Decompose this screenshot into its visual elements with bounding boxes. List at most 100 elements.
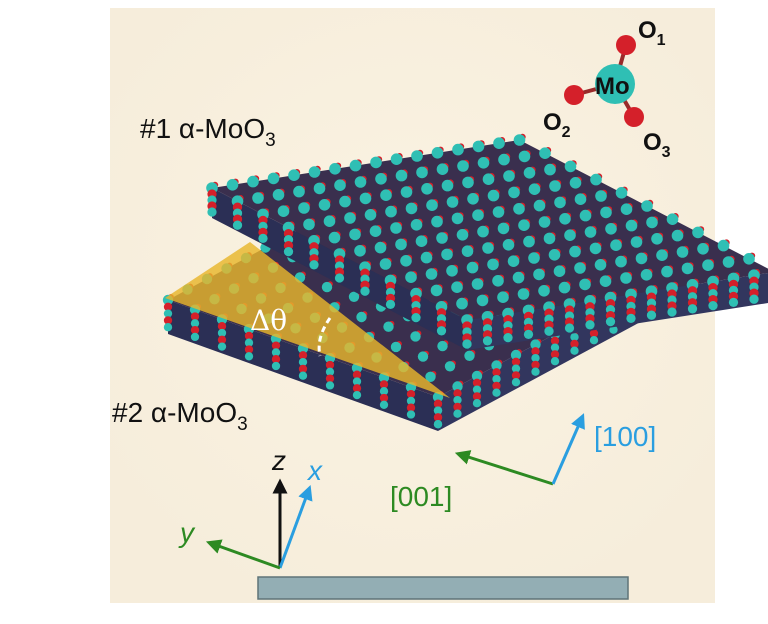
layer-2-edge-atom bbox=[609, 325, 618, 334]
layer-2-edge-atom bbox=[492, 374, 501, 384]
layer-1-mo-atom bbox=[507, 255, 520, 267]
layer-1-mo-atom bbox=[400, 186, 413, 198]
layer-2-subscript: 3 bbox=[237, 414, 248, 435]
layer-1-mo-atom bbox=[375, 173, 387, 185]
layer-1-mo-atom bbox=[600, 206, 612, 219]
layer-2-edge-atom bbox=[406, 396, 416, 406]
layer-1-mo-atom bbox=[615, 187, 628, 199]
layer-2-edge-atom bbox=[379, 393, 389, 403]
layer-1-mo-atom bbox=[482, 173, 495, 185]
layer-1-mo-atom bbox=[329, 163, 341, 175]
layer-1-mo-atom bbox=[743, 252, 755, 265]
layer-1-prefix: #1 α-MoO bbox=[140, 113, 265, 144]
layer-1-mo-atom bbox=[498, 153, 510, 166]
layer-1-mo-atom bbox=[492, 275, 504, 287]
layer-2-edge-atom bbox=[406, 389, 416, 399]
layer-2-mo-atom bbox=[510, 349, 522, 361]
layer-1-mo-atom bbox=[226, 179, 239, 191]
layer-1-mo-atom bbox=[323, 215, 336, 227]
layer-2-edge-atom bbox=[163, 323, 173, 332]
layer-1-mo-atom bbox=[395, 238, 407, 251]
layer-1-mo-atom bbox=[349, 159, 362, 172]
layer-1-mo-atom bbox=[589, 242, 602, 255]
layer-1-mo-atom bbox=[477, 225, 489, 238]
layer-2-edge-atom bbox=[244, 338, 254, 347]
layer-2-edge-atom bbox=[433, 406, 443, 415]
layer-1-mo-atom bbox=[539, 147, 551, 159]
layer-1-mo-atom bbox=[671, 229, 684, 242]
layer-1-mo-atom bbox=[425, 268, 438, 280]
layer-1-mo-atom bbox=[395, 169, 408, 182]
layer-1-mo-atom bbox=[569, 177, 582, 189]
layer-2-mo-atom bbox=[390, 341, 402, 353]
layer-2-edge-atom bbox=[531, 367, 540, 376]
layer-1-mo-atom bbox=[548, 249, 561, 261]
layer-1-mo-atom bbox=[543, 232, 556, 245]
mo-atom bbox=[595, 64, 635, 104]
layer-1-edge-atom bbox=[667, 307, 677, 317]
o2-subscript: 2 bbox=[562, 124, 571, 141]
x-axis-arrow bbox=[278, 484, 313, 569]
layer-1-mo-atom bbox=[487, 189, 500, 202]
layer-1-mo-atom bbox=[416, 166, 428, 179]
layer-1-mo-atom bbox=[615, 255, 627, 268]
layer-2-edge-atom bbox=[550, 343, 560, 352]
o3-subscript: 3 bbox=[662, 144, 671, 161]
layer-1-mo-atom bbox=[344, 212, 356, 224]
layer-1-edge-atom bbox=[687, 304, 698, 314]
layer-1-mo-atom bbox=[595, 190, 607, 202]
layer-1-mo-atom bbox=[467, 193, 479, 205]
layer-1-mo-atom bbox=[497, 222, 510, 235]
layer-2-edge-atom bbox=[379, 387, 389, 396]
layer-1-mo-atom bbox=[405, 271, 417, 284]
layer-1-mo-atom bbox=[441, 179, 454, 192]
layer-2-edge-atom bbox=[325, 360, 335, 370]
layer-1-mo-atom bbox=[308, 166, 321, 178]
layer-1-mo-atom bbox=[267, 172, 280, 185]
layer-1-mo-atom bbox=[513, 203, 525, 215]
layer-1-mo-atom bbox=[288, 169, 300, 181]
layer-1-mo-atom bbox=[431, 147, 444, 159]
layer-1-mo-atom bbox=[426, 199, 438, 211]
layer-2-edge-atom bbox=[379, 400, 389, 409]
layer-1-mo-atom bbox=[651, 233, 663, 245]
layer-1-mo-atom bbox=[436, 232, 448, 244]
layer-1-edge-atom bbox=[360, 286, 370, 296]
layer-2-edge-atom bbox=[511, 378, 521, 387]
layer-2-edge-atom bbox=[531, 347, 540, 356]
layer-1-mo-atom bbox=[493, 137, 505, 149]
layer-2-edge-atom bbox=[492, 381, 501, 391]
layer-1-mo-atom bbox=[369, 225, 382, 237]
layer-2-edge-atom bbox=[472, 392, 482, 401]
layer-1-edge-atom bbox=[334, 273, 345, 283]
layer-2-edge-atom bbox=[298, 364, 308, 374]
layer-1-label: #1 α-MoO3 bbox=[140, 113, 276, 151]
layer-2-edge-atom bbox=[453, 409, 462, 418]
layer-1-mo-atom bbox=[461, 245, 474, 257]
layer-2-edge-atom bbox=[531, 360, 540, 370]
layer-1-mo-atom bbox=[503, 170, 515, 182]
layer-1-mo-atom bbox=[379, 258, 392, 270]
layer-2-edge-atom bbox=[570, 339, 579, 349]
layer-1-edge-atom bbox=[232, 220, 243, 230]
layer-2-mo-atom bbox=[464, 350, 475, 361]
layer-1-mo-atom bbox=[518, 219, 530, 231]
layer-1-mo-atom bbox=[538, 285, 550, 297]
layer-1-mo-atom bbox=[554, 196, 566, 209]
layer-1-edge-atom bbox=[385, 299, 396, 310]
twist-angle-arc bbox=[317, 317, 332, 357]
layer-1-edge-atom bbox=[207, 207, 217, 217]
layer-1-mo-atom bbox=[472, 209, 484, 221]
layer-1-mo-atom bbox=[630, 236, 643, 248]
layer-2-edge-atom bbox=[217, 342, 227, 351]
layer-1-mo-atom bbox=[558, 281, 571, 294]
layer-1-mo-atom bbox=[436, 163, 449, 175]
layer-2-edge-atom bbox=[589, 329, 599, 338]
layer-1-mo-atom bbox=[564, 160, 577, 173]
layer-1-mo-atom bbox=[641, 200, 653, 212]
layer-1-mo-atom bbox=[318, 199, 331, 211]
layer-2-mo-atom bbox=[530, 339, 541, 350]
layer-1-mo-atom bbox=[676, 246, 689, 258]
mo-label: Mo bbox=[595, 73, 630, 100]
